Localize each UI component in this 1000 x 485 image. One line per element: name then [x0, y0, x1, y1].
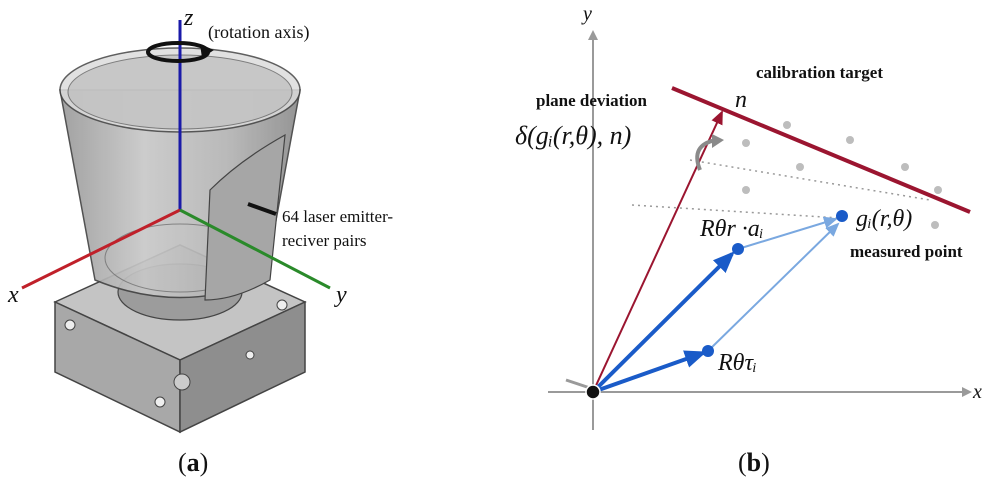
x-axis-line	[21, 208, 181, 290]
b-axis-x-label: x	[972, 381, 982, 403]
laser-label-line1: 64 laser emitter-	[282, 207, 393, 226]
vector-r-theta-a	[591, 251, 735, 394]
panel-b: y x cali	[515, 3, 982, 430]
vector-a-to-g	[737, 216, 838, 250]
origin-tick	[565, 378, 591, 390]
laser-label-line2: reciver pairs	[282, 231, 366, 250]
delta-expression: δ(gᵢ(r,θ), n)	[515, 121, 631, 150]
origin-point	[585, 384, 601, 400]
normal-label: n	[735, 87, 747, 113]
rotation-arrow-icon	[146, 41, 214, 63]
plane-deviation-label: plane deviation	[536, 91, 648, 110]
b-axis-y-label: y	[581, 3, 592, 25]
axis-x-label: x	[7, 282, 19, 308]
caption-a: (a)	[178, 448, 209, 477]
point-r-theta-a	[732, 243, 744, 255]
caption-b: (b)	[738, 448, 770, 477]
caption-a-letter: a	[186, 448, 200, 477]
vector-tau-to-g	[707, 222, 840, 352]
point-g	[836, 210, 848, 222]
rotation-axis-label: (rotation axis)	[208, 22, 309, 43]
normal-vector	[592, 110, 723, 393]
laser-leader-line	[247, 202, 277, 216]
r-theta-tau-label: Rθτᵢ	[717, 350, 757, 376]
panel-a: z x y (rotation axis) 64 laser emitter- …	[7, 5, 393, 434]
r-theta-r-a-label: Rθr ·aᵢ	[699, 216, 764, 242]
g-expression: gᵢ(r,θ)	[856, 206, 912, 232]
laser-window	[204, 133, 286, 301]
target-scatter-points	[742, 121, 942, 229]
calibration-target-label: calibration target	[756, 63, 883, 82]
vector-r-theta-tau	[592, 350, 707, 394]
point-r-theta-tau	[702, 345, 714, 357]
axis-y-label: y	[334, 282, 347, 308]
measured-point-label: measured point	[850, 242, 963, 261]
deviation-arrowhead-icon	[712, 134, 724, 148]
axis-z-label: z	[183, 5, 194, 31]
y-axis-line	[179, 208, 331, 290]
calibration-target-line	[671, 86, 971, 214]
projection-dotted-1	[689, 159, 931, 201]
caption-b-letter: b	[746, 448, 762, 477]
